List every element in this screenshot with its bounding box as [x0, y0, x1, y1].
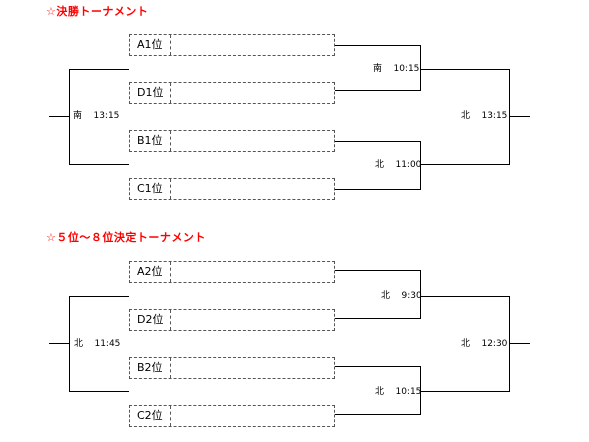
match-label: 北 9:30 — [381, 291, 422, 301]
seed-slot[interactable]: A1位 — [129, 34, 335, 56]
seed-label: B1位 — [137, 134, 163, 147]
seed-slot[interactable]: C2位 — [129, 405, 335, 427]
match-venue: 北 — [381, 291, 391, 301]
seed-label: A2位 — [137, 265, 163, 278]
match-time: 13:15 — [93, 111, 120, 121]
seed-slot[interactable]: D1位 — [129, 82, 335, 104]
match-time: 11:45 — [94, 339, 121, 349]
match-time: 10:15 — [395, 387, 422, 397]
seed-slot[interactable]: C1位 — [129, 178, 335, 200]
seed-slot[interactable]: B1位 — [129, 130, 335, 152]
seed-label: D2位 — [137, 313, 164, 326]
seed-label: A1位 — [137, 38, 163, 51]
seed-label: C1位 — [137, 182, 163, 195]
seed-slot[interactable]: A2位 — [129, 261, 335, 283]
bracket-title: ☆５位～８位決定トーナメント — [46, 231, 206, 244]
match-time: 12:30 — [481, 339, 508, 349]
seed-label: D1位 — [137, 86, 164, 99]
match-label: 北 11:45 — [74, 339, 120, 349]
match-venue: 北 — [375, 387, 385, 397]
match-label: 北 11:00 — [375, 160, 421, 170]
seed-label: C2位 — [137, 409, 163, 422]
match-time: 11:00 — [395, 160, 422, 170]
seed-label: B2位 — [137, 361, 163, 374]
match-label: 南 10:15 — [373, 64, 419, 74]
match-time: 9:30 — [401, 291, 422, 301]
match-time: 13:15 — [481, 111, 508, 121]
seed-slot[interactable]: B2位 — [129, 357, 335, 379]
match-label: 北 13:15 — [461, 111, 507, 121]
seed-slot[interactable]: D2位 — [129, 309, 335, 331]
match-venue: 北 — [375, 160, 385, 170]
match-venue: 北 — [461, 339, 471, 349]
match-label: 南 13:15 — [73, 111, 119, 121]
match-label: 北 10:15 — [375, 387, 421, 397]
bracket-title: ☆決勝トーナメント — [46, 5, 149, 18]
match-time: 10:15 — [393, 64, 420, 74]
match-venue: 北 — [461, 111, 471, 121]
match-venue: 北 — [74, 339, 84, 349]
match-venue: 南 — [73, 111, 83, 121]
match-venue: 南 — [373, 64, 383, 74]
match-label: 北 12:30 — [461, 339, 507, 349]
